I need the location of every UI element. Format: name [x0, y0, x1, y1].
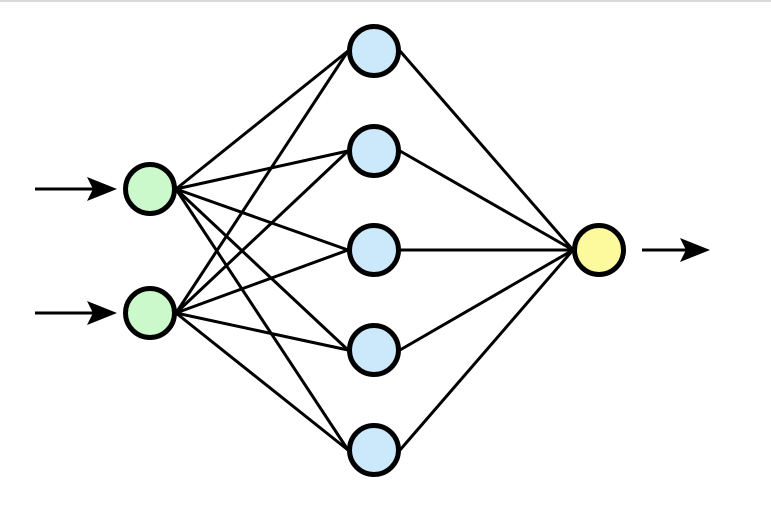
- edge-input-to-hidden: [174, 149, 350, 315]
- edge-input-to-hidden: [174, 188, 350, 451]
- hidden-node-1: [347, 24, 401, 78]
- hidden-node-4: [347, 323, 401, 377]
- input-node-2: [123, 286, 177, 340]
- edge-hidden-to-output: [398, 249, 575, 451]
- edge-input-to-hidden: [175, 311, 349, 352]
- hidden-node-3: [347, 223, 401, 277]
- edge-input-to-hidden: [175, 311, 349, 452]
- edge-input-to-hidden: [174, 50, 350, 314]
- input-arrow-2-head-icon: [87, 301, 117, 325]
- top-border: [0, 0, 771, 2]
- edge-input-to-hidden: [174, 187, 350, 352]
- output-arrow-head-icon: [680, 238, 710, 262]
- edge-input-to-hidden: [175, 149, 349, 191]
- edge-input-to-hidden: [175, 49, 349, 191]
- edge-input-to-hidden: [175, 187, 349, 252]
- output-node-1: [572, 223, 626, 277]
- input-node-1: [123, 162, 177, 216]
- edge-hidden-to-output: [399, 149, 574, 252]
- edge-input-to-hidden: [175, 248, 349, 315]
- hidden-node-5: [347, 423, 401, 477]
- edge-hidden-to-output: [398, 50, 575, 251]
- input-arrow-1-head-icon: [87, 177, 117, 201]
- edge-hidden-to-output: [399, 248, 574, 352]
- hidden-node-2: [347, 124, 401, 178]
